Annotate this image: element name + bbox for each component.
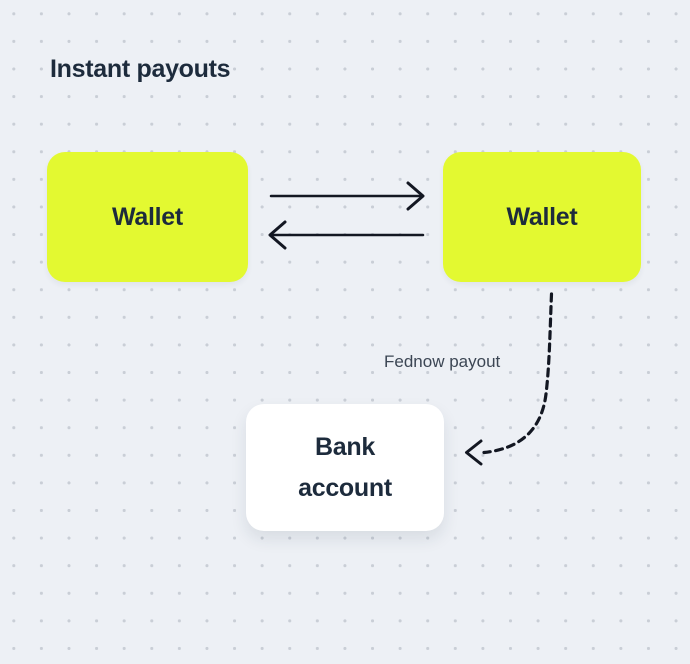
arrow-left-head-icon [268, 220, 287, 250]
wallet-node-left[interactable]: Wallet [47, 152, 248, 282]
wallet-node-right[interactable]: Wallet [443, 152, 641, 282]
transfer-arrow-right[interactable] [269, 181, 425, 211]
fednow-payout-label: Fednow payout [384, 352, 501, 371]
transfer-arrow-left[interactable] [268, 220, 425, 250]
arrow-right-head-icon [406, 181, 425, 211]
bank-account-node[interactable]: Bank account [246, 404, 444, 531]
wallet-left-label: Wallet [112, 202, 183, 231]
fednow-payout-arrow[interactable] [465, 292, 554, 466]
fednow-arrow-curve [482, 292, 554, 455]
fednow-arrow-head-icon [465, 439, 483, 466]
bank-account-label: Bank account [298, 432, 392, 502]
diagram-title: Instant payouts [50, 55, 231, 83]
wallet-right-label: Wallet [506, 202, 578, 231]
